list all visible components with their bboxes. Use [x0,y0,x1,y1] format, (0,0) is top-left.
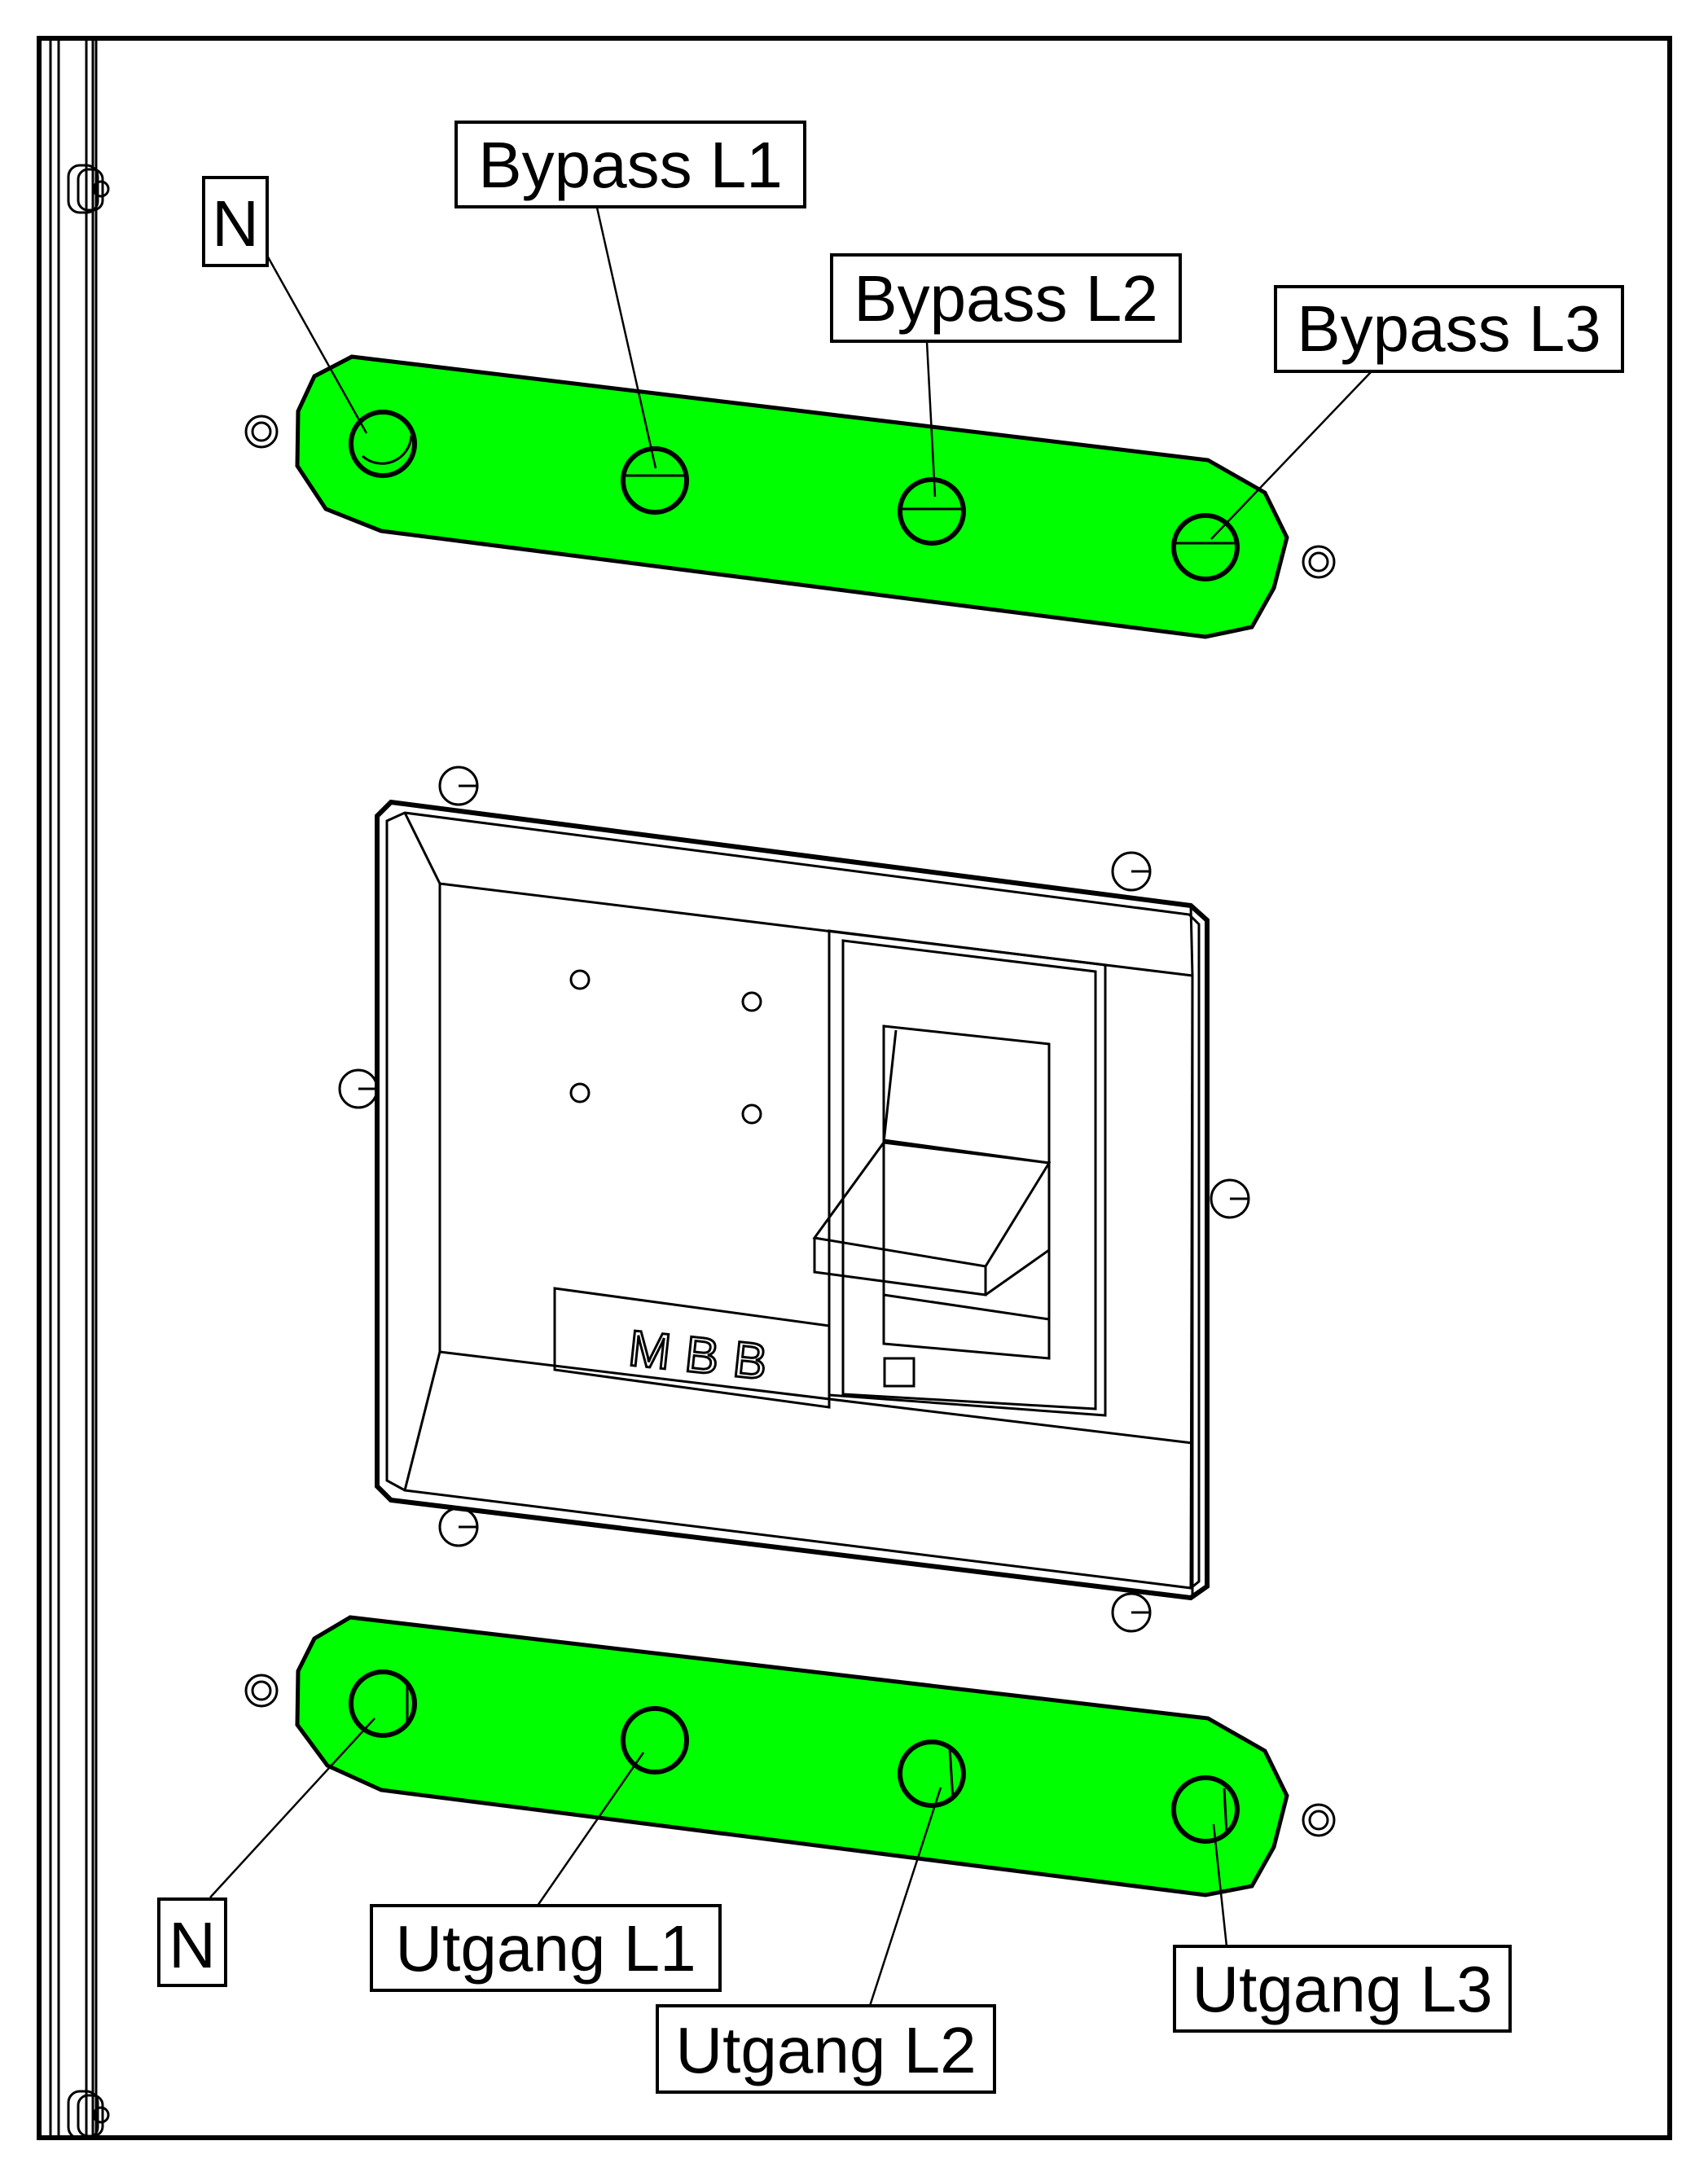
label-n-bottom: N [157,1897,227,1987]
label-utgang-l3: Utgang L3 [1173,1945,1512,2033]
screw-icon [244,1674,279,1708]
breaker-switch[interactable] [812,929,1107,1417]
svg-text:N: N [169,1909,216,1981]
terminal-hole-icon [621,1706,689,1775]
callout-line [1210,371,1372,540]
label-n-top: N [202,176,269,267]
terminal-hole-icon [1171,1775,1240,1844]
hinge-top-icon [67,164,110,214]
screw-icon [1302,545,1336,579]
callout-line [265,253,368,434]
screw-icon [438,1507,479,1547]
callout-line [1212,1823,1228,1947]
screw-icon [1210,1178,1250,1219]
hole-icon [741,1103,762,1125]
screw-icon [1111,851,1152,892]
screw-icon [244,415,279,449]
screw-icon [1302,1803,1336,1837]
hole-icon [569,969,591,990]
terminal-hole-icon [898,1739,966,1808]
door-hinge-edge [49,38,98,2138]
svg-text:Bypass L3: Bypass L3 [1297,292,1601,365]
label-utgang-l2: Utgang L2 [656,2004,996,2094]
callout-line [868,1787,942,2007]
callout-line [209,1718,375,1898]
terminal-hole-icon [349,1669,417,1738]
label-bypass-l1: Bypass L1 [454,121,806,208]
svg-text:Utgang L1: Utgang L1 [395,1912,696,1985]
callout-line [536,1752,645,1906]
screw-icon [1111,1592,1152,1633]
screw-icon [438,766,479,806]
svg-text:Bypass L1: Bypass L1 [478,129,783,201]
bottom-busbar [295,1615,1289,1897]
terminal-hole-icon [1171,513,1240,581]
label-bypass-l3: Bypass L3 [1274,285,1624,373]
callout-line [925,341,937,498]
hole-icon [569,1082,591,1103]
svg-text:MBB: MBB [626,1320,785,1392]
mbb-nameplate: MBB [553,1287,831,1409]
terminal-hole-icon [621,446,689,515]
label-utgang-l1: Utgang L1 [370,1904,722,1992]
terminal-hole-icon [349,410,417,478]
breaker-housing [375,799,1210,1601]
terminal-hole-icon [898,477,966,546]
screw-icon [338,1068,379,1109]
panel-frame [37,36,1672,2140]
svg-text:Bypass L2: Bypass L2 [854,262,1158,335]
top-busbar [295,354,1289,639]
callout-line [595,207,657,469]
svg-text:Utgang L3: Utgang L3 [1192,1953,1492,2025]
hinge-bottom-icon [67,2090,110,2140]
hole-icon [741,991,762,1012]
label-bypass-l2: Bypass L2 [830,253,1182,343]
svg-text:Utgang L2: Utgang L2 [675,2014,976,2086]
svg-text:N: N [212,187,259,260]
